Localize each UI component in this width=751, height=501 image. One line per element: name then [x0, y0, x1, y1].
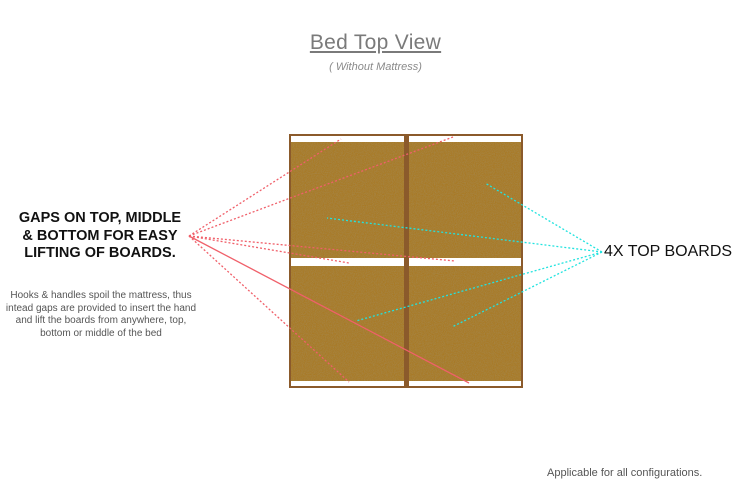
diagram-title: Bed Top View [309, 31, 442, 54]
gap-leader-bottom-left [188, 235, 350, 383]
board-leader-bottom-left [355, 251, 603, 322]
board-leader-top-right [484, 182, 603, 253]
top-right-board [409, 142, 521, 258]
board-leader-lines [326, 182, 603, 328]
center-rail [404, 135, 409, 387]
gap-leader-middle-left [188, 235, 350, 264]
gap-leader-lines [188, 136, 470, 384]
gap-leader-middle-right [188, 235, 456, 262]
gaps-callout-note: Hooks & handles spoil the mattress, thus… [5, 290, 197, 339]
diagram-subtitle: ( Without Mattress) [329, 61, 422, 73]
bottom-right-board [409, 266, 521, 381]
footer-note: Applicable for all configurations. [547, 467, 703, 479]
gaps-callout-heading: GAPS ON TOP, MIDDLE & BOTTOM FOR EASY LI… [18, 210, 182, 261]
gap-leader-top-right [188, 136, 454, 237]
bottom-left-board [291, 266, 404, 381]
top-boards-callout: 4X TOP BOARDS [604, 243, 733, 260]
top-left-board [291, 142, 404, 258]
gap-leader-bottom-right [188, 235, 470, 384]
